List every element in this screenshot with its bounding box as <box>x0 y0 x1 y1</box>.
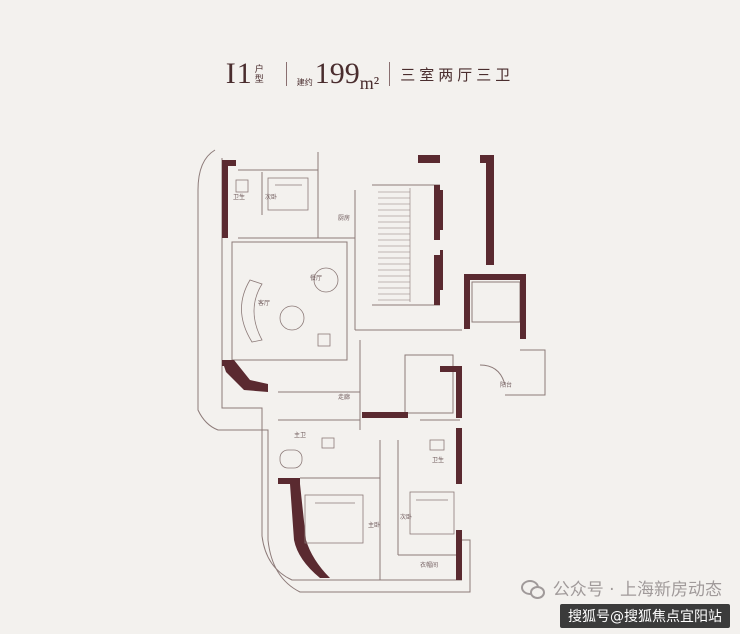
area-prefix: 建约 <box>296 78 313 87</box>
label-dining: 餐厅 <box>310 275 323 282</box>
area-unit: m² <box>359 73 380 93</box>
elevator-core <box>404 354 454 414</box>
inner-outline <box>221 158 462 581</box>
label-bedroom-1: 次卧 <box>265 194 278 201</box>
label-master-bedroom: 主卧 <box>368 522 381 529</box>
area-value: 199 <box>314 57 360 90</box>
dining-table <box>313 267 339 293</box>
sohu-source-bar: 搜狐号@搜狐焦点宜阳站 <box>560 604 730 628</box>
label-bedroom-2: 次卧 <box>400 514 413 521</box>
wechat-icon <box>520 578 545 599</box>
label-bath-1: 卫生 <box>233 194 246 201</box>
sofa <box>241 279 263 343</box>
stair-markers <box>440 190 443 290</box>
bed-bedroom-1 <box>267 177 309 211</box>
outer-outline <box>197 149 471 593</box>
staircase <box>378 188 411 302</box>
living-area <box>231 241 348 361</box>
elevator-shaft <box>471 281 521 323</box>
sink <box>429 439 445 451</box>
label-kitchen: 厨房 <box>338 215 351 222</box>
label-living: 客厅 <box>258 300 271 307</box>
label-closet: 衣帽间 <box>420 562 439 569</box>
structural-walls <box>222 155 526 580</box>
sink <box>321 437 335 449</box>
door-swing <box>505 349 546 396</box>
header-divider <box>285 62 287 86</box>
coffee-table <box>279 305 305 331</box>
unit-type-top: 户 <box>254 64 264 74</box>
label-balcony: 阳台 <box>500 382 513 389</box>
plan-header: I1 户 型 建约 199 m² 三室两厅三卫 <box>0 52 740 96</box>
unit-type-bottom: 型 <box>254 74 264 84</box>
watermark-text: 公众号 · 上海新房动态 <box>552 580 722 600</box>
label-bath-2: 主卫 <box>294 432 307 439</box>
header-divider-2 <box>389 62 391 86</box>
layout-description: 三室两厅三卫 <box>400 65 515 84</box>
door-swing <box>479 364 506 386</box>
label-bath-3: 卫生 <box>432 457 445 464</box>
bed-master <box>304 494 364 544</box>
label-hall: 走廊 <box>338 394 351 401</box>
bed-bedroom-2 <box>409 491 455 535</box>
toilet <box>235 179 249 193</box>
bathtub <box>279 449 303 469</box>
armchair <box>317 333 331 347</box>
wechat-watermark: 公众号 · 上海新房动态 <box>520 575 722 600</box>
unit-code: I1 <box>225 57 253 90</box>
unit-type-label: 户 型 <box>255 64 264 84</box>
